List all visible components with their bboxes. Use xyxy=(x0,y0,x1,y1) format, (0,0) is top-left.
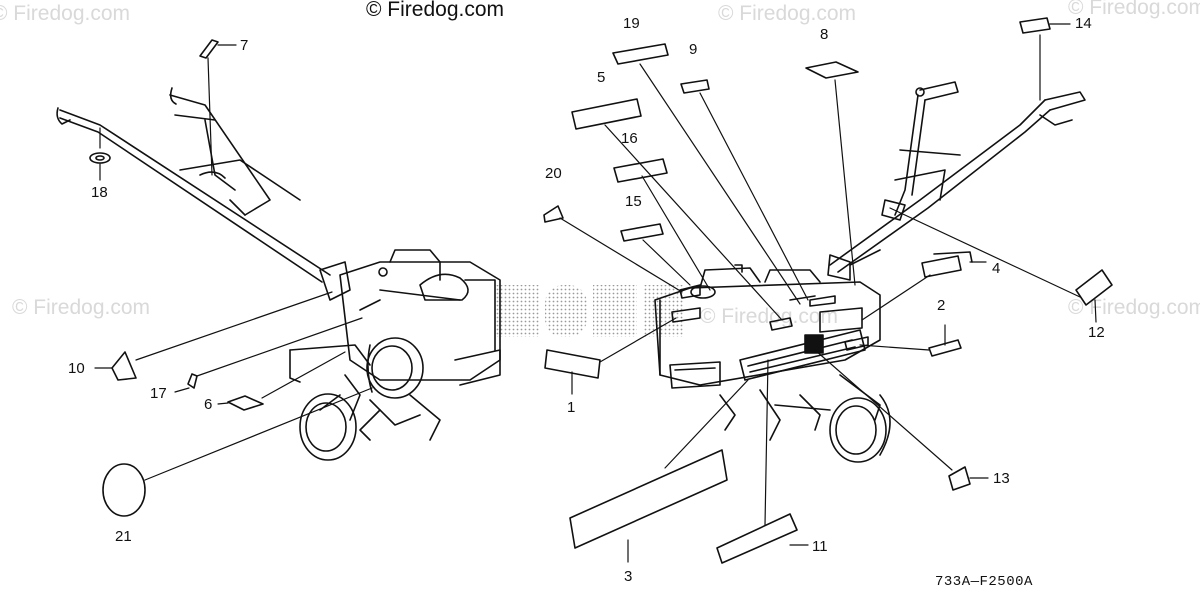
part-number-1[interactable]: 1 xyxy=(567,399,576,416)
label-11-shape xyxy=(716,513,798,564)
left-tiller-drawing xyxy=(56,87,501,461)
label-10-shape xyxy=(111,351,137,381)
part-number-13[interactable]: 13 xyxy=(993,470,1010,487)
right-leader-lines xyxy=(559,23,1097,563)
watermark-top-left: © Firedog.com xyxy=(0,2,131,25)
label-13-shape xyxy=(948,466,971,491)
watermark-mid-center: © Firedog.com xyxy=(700,305,839,328)
part-number-19[interactable]: 19 xyxy=(623,15,640,32)
label-5-shape xyxy=(571,98,642,130)
right-label-shapes xyxy=(543,17,1113,564)
label-19-shape xyxy=(612,43,669,65)
brand-logo-watermark xyxy=(495,285,683,337)
watermark-top-far-right: © Firedog.com xyxy=(1068,0,1200,19)
part-number-2[interactable]: 2 xyxy=(937,297,946,314)
label-3-shape xyxy=(569,449,728,549)
part-number-15[interactable]: 15 xyxy=(625,193,642,210)
label-16-shape xyxy=(613,158,668,183)
label-1-shape xyxy=(544,349,601,379)
label-15-shape xyxy=(620,223,664,242)
label-2-shape xyxy=(928,339,962,357)
copyright-text: © Firedog.com xyxy=(366,0,505,21)
part-number-9[interactable]: 9 xyxy=(689,41,698,58)
part-number-10[interactable]: 10 xyxy=(68,360,85,377)
part-number-16[interactable]: 16 xyxy=(621,130,638,147)
part-number-18[interactable]: 18 xyxy=(91,184,108,201)
label-4-shape xyxy=(921,255,962,278)
left-leader-lines xyxy=(94,44,373,481)
label-6-shape xyxy=(227,395,264,411)
part-number-14[interactable]: 14 xyxy=(1075,15,1092,32)
diagram-code: 733A—F2500A xyxy=(935,574,1033,590)
part-number-3[interactable]: 3 xyxy=(624,568,633,585)
watermark-top-right: © Firedog.com xyxy=(718,2,857,25)
label-9-shape xyxy=(680,79,710,94)
part-number-21[interactable]: 21 xyxy=(115,528,132,545)
label-18-shape xyxy=(89,152,111,164)
label-7-shape xyxy=(199,39,219,59)
label-14-shape xyxy=(1019,17,1051,34)
part-number-4[interactable]: 4 xyxy=(992,260,1001,277)
part-number-17[interactable]: 17 xyxy=(150,385,167,402)
part-number-5[interactable]: 5 xyxy=(597,69,606,86)
part-number-6[interactable]: 6 xyxy=(204,396,213,413)
label-12-shape xyxy=(1075,269,1113,306)
watermark-mid-right: © Firedog.com xyxy=(1068,296,1200,319)
part-number-8[interactable]: 8 xyxy=(820,26,829,43)
label-21-shape xyxy=(102,463,146,517)
part-number-7[interactable]: 7 xyxy=(240,37,249,54)
label-20-shape xyxy=(543,205,564,223)
label-17-shape xyxy=(187,373,198,389)
left-label-shapes xyxy=(89,39,264,517)
part-number-12[interactable]: 12 xyxy=(1088,324,1105,341)
right-tiller-drawing xyxy=(654,81,1086,463)
part-number-11[interactable]: 11 xyxy=(812,538,828,555)
label-8-shape xyxy=(805,61,859,79)
watermark-mid-left: © Firedog.com xyxy=(12,296,151,319)
part-number-20[interactable]: 20 xyxy=(545,165,562,182)
